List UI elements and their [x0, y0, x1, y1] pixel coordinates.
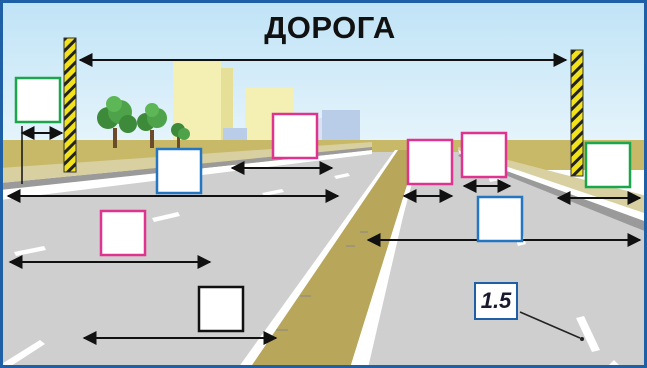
- placeholder-box-magenta: [460, 131, 508, 179]
- tag-pointer: [519, 311, 581, 339]
- tree-icon: [137, 103, 167, 148]
- striped-pole-icon: [63, 37, 77, 173]
- placeholder-box-blue: [476, 195, 524, 243]
- placeholder-box-blue: [155, 147, 203, 195]
- median-strip: [250, 150, 418, 368]
- placeholder-box-green: [14, 76, 62, 124]
- placeholder-box-green: [584, 141, 632, 189]
- striped-pole-icon: [570, 49, 584, 177]
- placeholder-box-magenta: [271, 112, 319, 160]
- placeholder-box-magenta: [99, 209, 147, 257]
- trees: [97, 96, 190, 150]
- tree-icon: [97, 96, 137, 148]
- placeholder-box-black: [197, 285, 245, 333]
- dimension-arrows: [6, 53, 642, 345]
- diagram-title: ДОРОГА: [264, 10, 396, 45]
- sign-placeholders: [14, 76, 632, 333]
- marking-value-tag: 1.5: [474, 282, 518, 320]
- placeholder-box-magenta: [406, 138, 454, 186]
- tree-icon: [171, 123, 190, 150]
- right-roadway: [368, 152, 647, 368]
